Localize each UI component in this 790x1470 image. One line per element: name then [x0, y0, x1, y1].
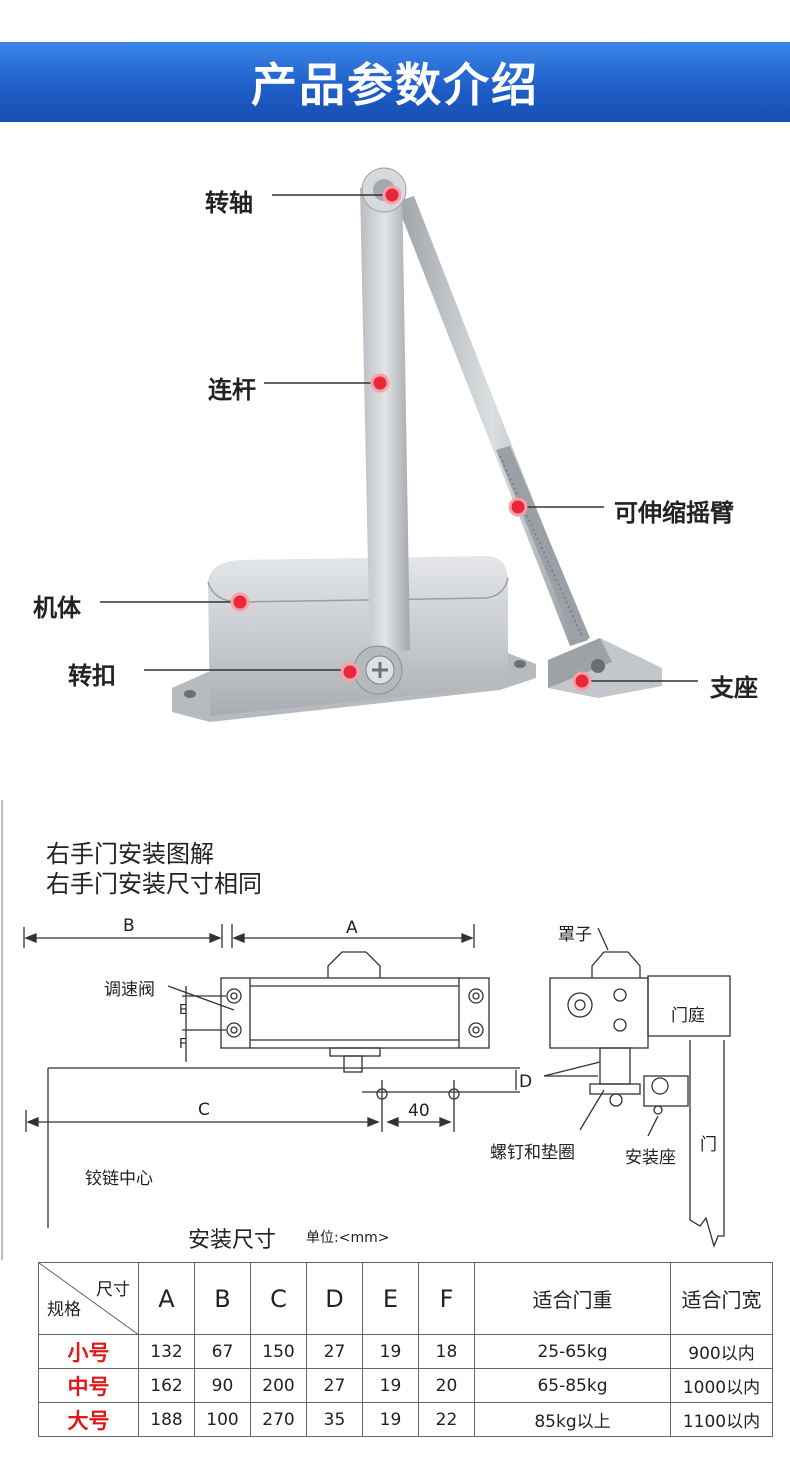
table-cell: 188: [138, 1402, 195, 1437]
table-cell: 19: [362, 1334, 419, 1369]
callout-dots: [230, 185, 592, 691]
table-corner-cell: 尺寸 规格: [38, 1262, 139, 1335]
dim-a-label: A: [346, 918, 358, 938]
header-door-weight: 适合门重: [474, 1262, 671, 1335]
table-row: 小号 132 67 150 27 19 18 25-65kg 900以内: [38, 1334, 773, 1369]
page-title: 产品参数介绍: [251, 58, 539, 112]
table-cell: 25-65kg: [474, 1334, 671, 1369]
table-cell: 900以内: [670, 1334, 773, 1369]
header-d: D: [306, 1262, 363, 1335]
dim-d-label: D: [519, 1072, 533, 1092]
header-banner: 产品参数介绍: [0, 42, 790, 122]
header-door-width: 适合门宽: [670, 1262, 773, 1335]
table-cell: 85kg以上: [474, 1402, 671, 1437]
callout-bracket: 支座: [710, 674, 758, 702]
corner-diagonal: [39, 1263, 139, 1335]
cover-label: 罩子: [558, 925, 592, 945]
table-cell: 270: [250, 1402, 307, 1437]
header-b: B: [194, 1262, 251, 1335]
row-size-label: 小号: [38, 1334, 139, 1369]
table-cell: 19: [362, 1402, 419, 1437]
table-header-row: 尺寸 规格 A B C D E F 适合门重 适合门宽: [38, 1262, 773, 1335]
header-c: C: [250, 1262, 307, 1335]
dim-b-label: B: [123, 916, 135, 936]
header-a: A: [138, 1262, 195, 1335]
corner-bottom-label: 规格: [47, 1300, 81, 1320]
header-e: E: [362, 1262, 419, 1335]
callout-pivot: 转轴: [205, 189, 253, 217]
table-cell: 20: [418, 1368, 475, 1403]
table-cell: 90: [194, 1368, 251, 1403]
installation-diagram: 右手门安装图解 右手门安装尺寸相同 B A 调速阀 E F D C 40 罩子 …: [0, 800, 790, 1260]
table-cell: 150: [250, 1334, 307, 1369]
hinge-center-label: 铰链中心: [85, 1169, 153, 1189]
row-size-label: 大号: [38, 1402, 139, 1437]
product-illustration: 转轴 连杆 可伸缩摇臂 机体 转扣 支座: [0, 150, 790, 750]
spec-table: 尺寸 规格 A B C D E F 适合门重 适合门宽 小号 132 67 15…: [38, 1262, 773, 1437]
header-f: F: [418, 1262, 475, 1335]
table-cell: 1100以内: [670, 1402, 773, 1437]
table-cell: 27: [306, 1334, 363, 1369]
table-cell: 35: [306, 1402, 363, 1437]
callout-clasp: 转扣: [68, 662, 116, 690]
table-row: 中号 162 90 200 27 19 20 65-85kg 1000以内: [38, 1368, 773, 1403]
table-cell: 100: [194, 1402, 251, 1437]
door-label: 门: [700, 1135, 717, 1155]
table-cell: 132: [138, 1334, 195, 1369]
mount-seat-label: 安装座: [625, 1148, 676, 1168]
dim-e-label: E: [179, 1003, 188, 1018]
table-cell: 200: [250, 1368, 307, 1403]
table-cell: 1000以内: [670, 1368, 773, 1403]
dim-f-label: F: [179, 1037, 187, 1052]
callout-body: 机体: [33, 594, 81, 622]
unit-label: 单位:<mm>: [306, 1230, 390, 1246]
door-frame-label: 门庭: [671, 1006, 705, 1026]
install-size-label: 安装尺寸: [188, 1228, 277, 1253]
diagram-title-line2: 右手门安装尺寸相同: [46, 870, 262, 898]
screws-washers-label: 螺钉和垫圈: [490, 1143, 575, 1163]
table-cell: 162: [138, 1368, 195, 1403]
door-closer-image: [100, 167, 698, 722]
speed-valve-label: 调速阀: [104, 980, 155, 1000]
table-cell: 18: [418, 1334, 475, 1369]
table-cell: 19: [362, 1368, 419, 1403]
table-row: 大号 188 100 270 35 19 22 85kg以上 1100以内: [38, 1402, 773, 1437]
table-cell: 27: [306, 1368, 363, 1403]
dim-40-label: 40: [408, 1101, 430, 1121]
corner-top-label: 尺寸: [96, 1280, 130, 1300]
installation-drawing: [1, 800, 731, 1260]
table-cell: 67: [194, 1334, 251, 1369]
callout-link-rod: 连杆: [208, 376, 256, 404]
table-cell: 65-85kg: [474, 1368, 671, 1403]
dim-c-label: C: [198, 1100, 210, 1120]
diagram-title-line1: 右手门安装图解: [46, 840, 214, 868]
table-cell: 22: [418, 1402, 475, 1437]
row-size-label: 中号: [38, 1368, 139, 1403]
callout-telescopic-arm: 可伸缩摇臂: [614, 499, 734, 527]
